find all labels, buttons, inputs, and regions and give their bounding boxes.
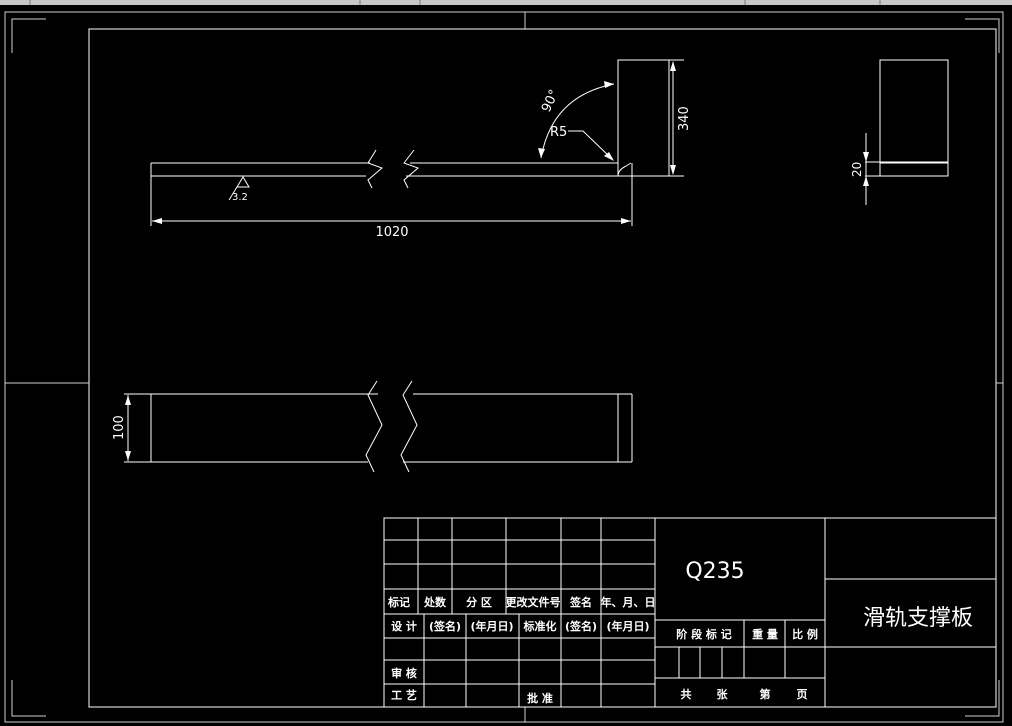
sheet-no-label: 第 [760,687,771,701]
title-block[interactable] [383,517,997,708]
design-signature: (签名) [429,619,461,633]
dim-arrow-icon [152,218,162,224]
header-signature: 签名 [569,595,592,609]
dim-arrow-icon [670,61,676,71]
header-change-doc: 更改文件号 [506,595,561,609]
leader-arrow-icon [604,152,614,161]
side-view[interactable] [863,59,949,205]
weight-label: 重 量 [752,627,778,641]
roughness-label: 3.2 [232,192,248,203]
header-zone: 分 区 [466,595,492,609]
standardization-date: (年月日) [606,619,649,633]
roughness-symbol-icon [236,176,250,188]
header-date: 年、月、日 [601,595,656,609]
dim-width-label: 100 [112,415,127,440]
approve-label: 批 准 [527,691,553,705]
dim-length-label: 1020 [375,225,408,240]
header-count: 处数 [423,595,447,609]
dim-arrow-icon [863,152,869,162]
dim-arrow-icon [125,395,131,405]
standardization-signature: (签名) [565,619,597,633]
radius-label: R5 [550,125,567,140]
top-toolbar-strip [0,0,1012,5]
review-label: 审 核 [391,666,417,680]
stage-mark-label: 阶 段 标 记 [676,627,732,641]
angle-arrow-icon [604,81,614,88]
dim-arrow-icon [670,165,676,175]
sheet-total-label: 共 [681,687,692,701]
header-mark: 标记 [387,595,410,609]
angle-arrow-icon [538,148,545,158]
standardization-label: 标准化 [523,619,557,633]
scale-label: 比 例 [792,627,818,641]
design-label: 设 计 [391,619,417,633]
dim-arrow-icon [621,218,631,224]
material-label: Q235 [685,559,744,584]
dim-arrow-icon [863,176,869,186]
dim-height-label: 340 [677,106,692,131]
sheet-unit-label: 张 [717,687,729,701]
sheet-border [4,11,1004,723]
angle-label: 90° [539,87,562,114]
top-view[interactable] [124,380,633,473]
process-label: 工 艺 [391,688,417,702]
sheet-page-label: 页 [797,688,808,701]
dim-thickness-label: 20 [850,162,864,177]
front-view[interactable] [150,59,684,226]
part-name-label: 滑轨支撑板 [863,606,973,631]
design-date: (年月日) [470,619,513,633]
dim-arrow-icon [125,451,131,461]
